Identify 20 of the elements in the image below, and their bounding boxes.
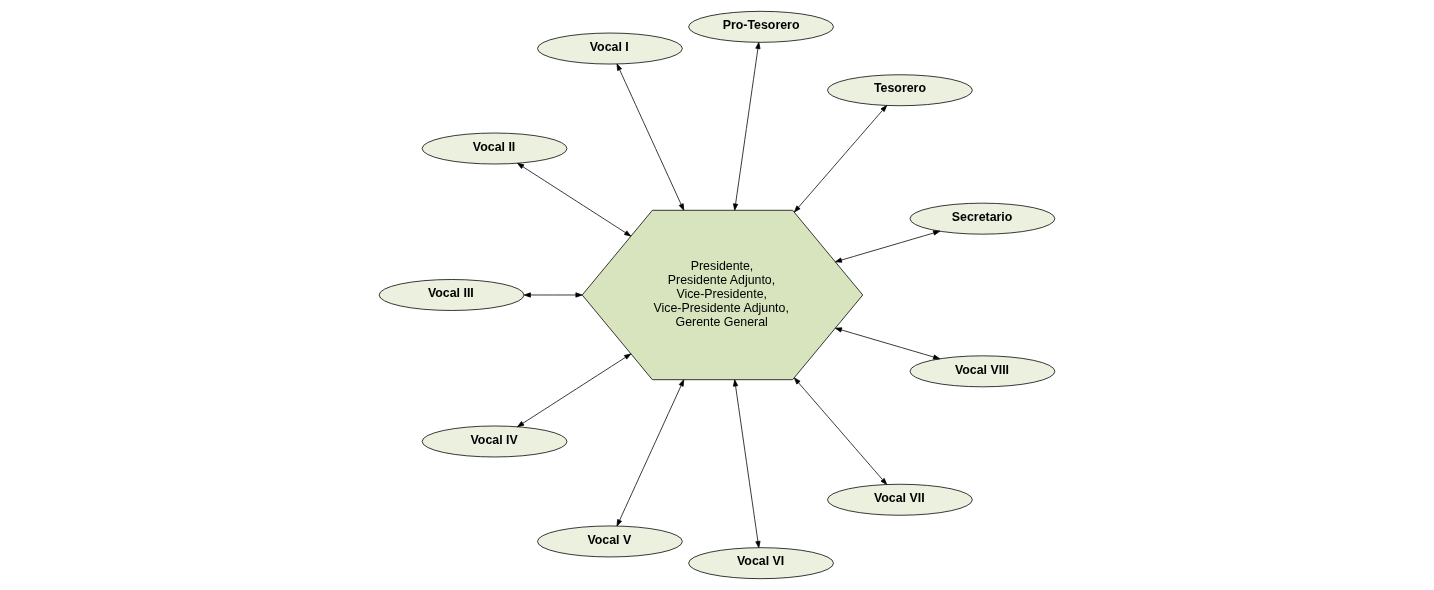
arrow <box>517 353 632 428</box>
arrow <box>616 379 685 527</box>
node-ellipse: Vocal VII <box>827 483 973 516</box>
node-ellipse: Vocal II <box>421 132 568 165</box>
arrow <box>616 63 685 211</box>
arrow <box>835 230 941 263</box>
node-ellipse: Pro-Tesorero <box>688 10 834 43</box>
arrow <box>733 42 761 211</box>
arrow <box>794 377 888 485</box>
arrow <box>794 105 888 213</box>
arrow <box>517 162 632 237</box>
arrow <box>523 292 583 298</box>
arrow <box>835 327 941 360</box>
node-ellipse: Vocal IV <box>421 425 568 458</box>
arrow <box>733 379 761 548</box>
node-ellipse: Vocal I <box>537 32 683 65</box>
node-ellipse: Vocal III <box>378 279 525 311</box>
node-ellipse: Vocal VI <box>688 547 834 580</box>
node-ellipse: Vocal V <box>537 525 683 558</box>
node-ellipse: Tesorero <box>827 74 973 107</box>
